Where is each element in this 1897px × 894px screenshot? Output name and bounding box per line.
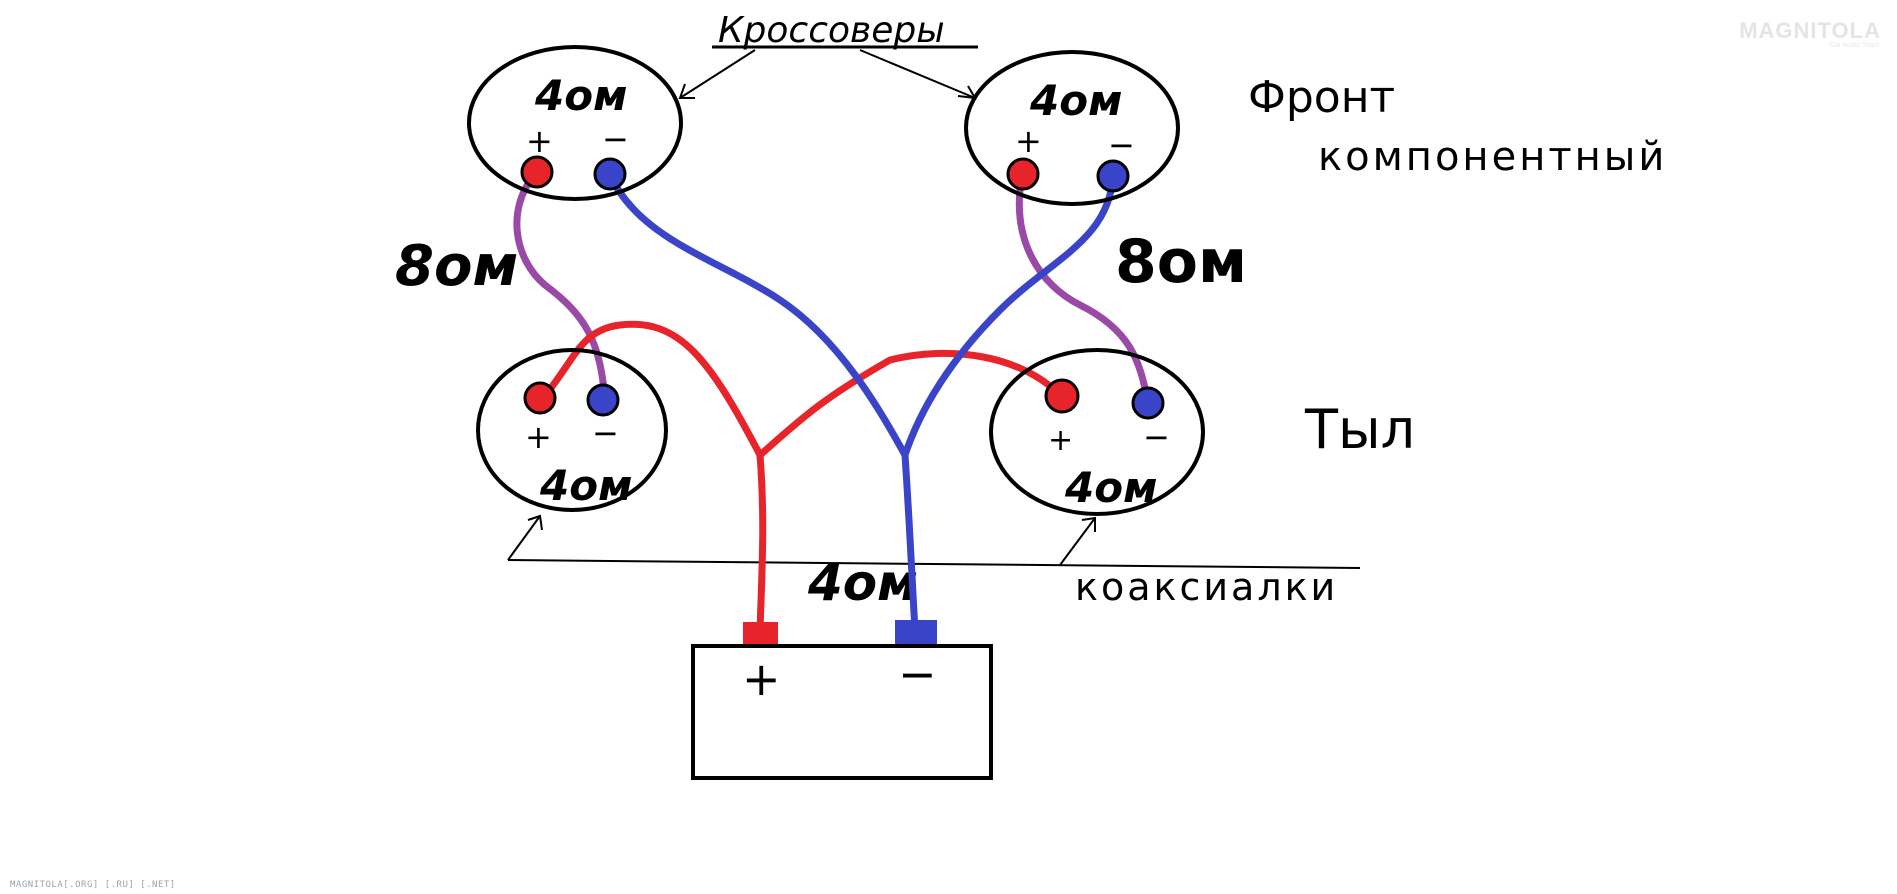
terminal-negative (593, 157, 627, 191)
speaker-impedance: 4ом (539, 461, 632, 510)
crossover-arrow-right (859, 49, 976, 99)
speaker-plus-label: + (525, 418, 552, 456)
amplifier-body (691, 644, 993, 780)
speaker-minus-label: − (592, 414, 619, 452)
right-pair-impedance: 8ом (1115, 227, 1247, 297)
crossover-arrowhead-left (678, 83, 695, 99)
coaxial-arrow-left (507, 515, 541, 561)
wire-bridge-right (1015, 171, 1152, 407)
amplifier-plus-label: + (742, 652, 781, 706)
speaker-plus-label: + (526, 122, 553, 160)
speaker-minus-label: − (602, 120, 629, 158)
coaxial-label: коаксиалки (1075, 565, 1338, 609)
speaker-minus-label: − (1108, 126, 1135, 164)
front-label: Фронт (1248, 72, 1395, 123)
speaker-plus-label: + (1015, 122, 1042, 160)
speaker-outline (964, 50, 1180, 206)
wire-bridge-left (513, 170, 609, 404)
coaxial-annotation: коаксиалки (507, 514, 1361, 609)
total-impedance: 4ом (807, 554, 918, 612)
watermark-logo-text: MAGNITOLA (1739, 18, 1881, 43)
terminal-negative (586, 383, 620, 417)
crossover-arrow-left (679, 49, 756, 99)
speaker-outline (989, 348, 1205, 516)
wire-positive-rear-right (756, 349, 1064, 459)
speaker-front-left: 4ом + − (467, 45, 683, 201)
speaker-impedance: 4ом (1064, 463, 1157, 512)
speaker-rear-right: + − 4ом (989, 348, 1205, 516)
coaxial-baseline (507, 559, 1361, 569)
speaker-rear-left: + − 4ом (476, 348, 668, 512)
terminal-positive (1044, 378, 1080, 414)
speaker-plus-label: + (1048, 423, 1073, 458)
coaxial-arrowhead-right (1081, 516, 1096, 532)
wire-positive-rear-left (539, 320, 764, 459)
speaker-minus-label: − (1143, 418, 1170, 456)
amplifier-terminal-negative (895, 620, 937, 647)
component-label: компонентный (1318, 134, 1667, 180)
wire-negative-front-right (901, 171, 1117, 459)
crossovers-label: Кроссоверы (718, 10, 945, 51)
rear-label: Тыл (1304, 398, 1415, 461)
crossovers-annotation: Кроссоверы (678, 10, 978, 100)
amplifier-minus-label: − (898, 647, 937, 701)
speaker-impedance: 4ом (1029, 76, 1122, 125)
terminal-positive (523, 381, 557, 415)
watermark-logo: MAGNITOLA (1739, 18, 1881, 44)
terminal-negative (1096, 159, 1130, 193)
left-pair-impedance: 8ом (395, 234, 518, 299)
wire-negative-main (901, 451, 919, 634)
coaxial-arrowhead-left (527, 514, 543, 531)
speaker-impedance: 4ом (534, 71, 627, 120)
watermark-footer: MAGNITOLA[.ORG] [.RU] [.NET] (10, 880, 176, 890)
speaker-outline (476, 348, 668, 512)
wire-positive-main (756, 451, 767, 634)
speaker-outline (467, 45, 683, 201)
terminal-positive (520, 155, 554, 189)
terminal-negative (1131, 386, 1165, 420)
amplifier-terminal-positive (743, 622, 778, 647)
wires (513, 170, 1152, 634)
speaker-front-right: 4ом + − (964, 50, 1180, 206)
watermark-logo-subtitle: Car Audio Team (1829, 42, 1879, 49)
coaxial-arrow-right (1059, 517, 1096, 566)
amplifier: + − (691, 620, 993, 780)
wire-negative-front-left (606, 171, 909, 459)
terminal-positive (1006, 157, 1040, 191)
